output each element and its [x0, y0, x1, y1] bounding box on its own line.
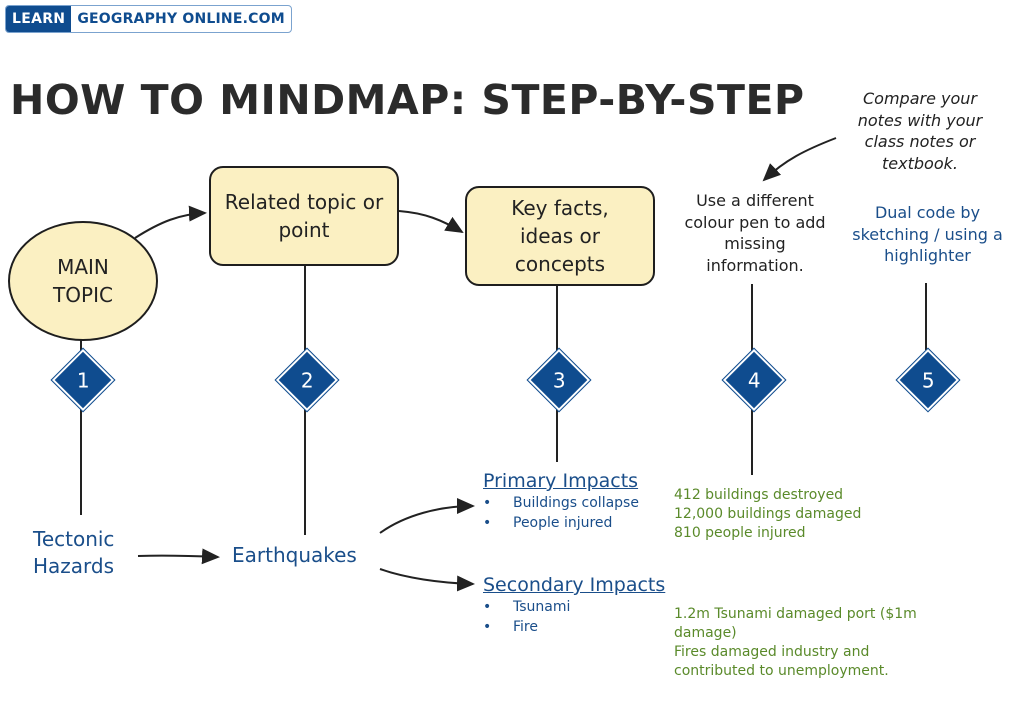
secondary-impacts-details: 1.2m Tsunami damaged port ($1m damage) F… — [674, 605, 944, 681]
main-topic-node: MAIN TOPIC — [8, 221, 158, 341]
arrow-related-to-keyfacts — [398, 210, 464, 234]
related-topic-node: Related topic or point — [209, 166, 399, 266]
step-5-number: 5 — [921, 367, 935, 392]
detail-line: 1.2m Tsunami damaged port ($1m damage) — [674, 606, 917, 641]
secondary-impacts-heading: Secondary Impacts — [483, 574, 666, 596]
arrow-earthquakes-to-secondary — [379, 568, 475, 592]
key-facts-label: Key facts, ideas or concepts — [511, 196, 609, 276]
list-item: Tsunami — [483, 598, 570, 618]
step-3-number: 3 — [552, 367, 566, 392]
detail-line: 12,000 buildings damaged — [674, 505, 862, 522]
primary-impacts-details: 412 buildings destroyed 12,000 buildings… — [674, 486, 914, 543]
arrow-earthquakes-to-primary — [379, 498, 475, 534]
list-item: Buildings collapse — [483, 494, 639, 514]
detail-line: 810 people injured — [674, 524, 806, 541]
compare-notes-tip: Compare your notes with your class notes… — [857, 89, 983, 173]
site-logo[interactable]: LEARN GEOGRAPHY ONLINE.COM — [5, 5, 292, 33]
key-facts-node: Key facts, ideas or concepts — [465, 186, 655, 286]
logo-site-name: GEOGRAPHY ONLINE.COM — [77, 11, 285, 27]
list-item: Fire — [483, 618, 570, 638]
primary-impacts-heading: Primary Impacts — [483, 470, 639, 492]
page-title: HOW TO MINDMAP: STEP-BY-STEP — [10, 76, 805, 124]
logo-learn: LEARN — [6, 6, 72, 32]
colour-pen-tip: Use a different colour pen to add missin… — [684, 191, 826, 275]
step-4-number: 4 — [747, 367, 761, 392]
step-1-number: 1 — [76, 367, 90, 392]
detail-line: Fires damaged industry and contributed t… — [674, 643, 889, 679]
detail-line: 412 buildings destroyed — [674, 487, 844, 503]
arrow-tectonic-to-earthquakes — [137, 548, 220, 565]
earthquakes-label: Earthquakes — [232, 543, 357, 567]
tectonic-hazards-label: Tectonic Hazards — [33, 527, 115, 578]
arrow-compare-to-colour — [762, 137, 837, 182]
list-item: People injured — [483, 514, 639, 534]
step-2-number: 2 — [300, 367, 314, 392]
main-topic-label: MAIN TOPIC — [53, 255, 113, 307]
primary-impacts-list: Buildings collapse People injured — [483, 494, 639, 533]
secondary-impacts-list: Tsunami Fire — [483, 598, 570, 637]
related-topic-label: Related topic or point — [224, 190, 384, 242]
arrow-main-to-related — [134, 205, 207, 239]
dual-code-tip: Dual code by sketching / using a highlig… — [852, 203, 1003, 266]
